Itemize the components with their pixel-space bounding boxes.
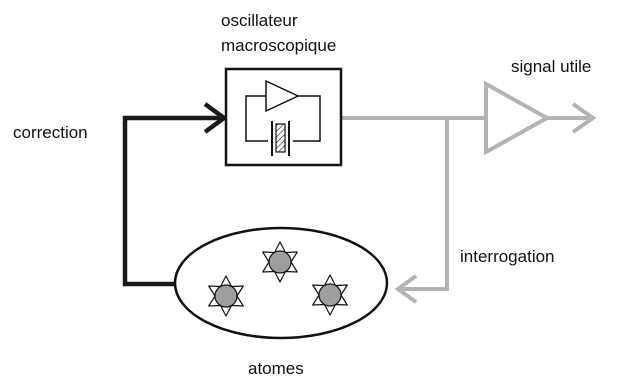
- label-interrogation: interrogation: [460, 247, 555, 266]
- label-oscillator-line1: oscillateur: [221, 11, 298, 30]
- interrogation-path: [400, 118, 449, 291]
- atom-icon: [262, 241, 298, 283]
- interrogation-arrowhead: [394, 274, 418, 304]
- oscillator-box: [224, 67, 343, 167]
- output-amplifier-icon: [484, 80, 552, 156]
- label-useful-signal: signal utile: [511, 57, 591, 76]
- atoms-layer: [208, 241, 348, 317]
- quartz-crystal-icon: [271, 121, 290, 156]
- amplifier-icon: [265, 79, 300, 113]
- correction-arrowhead: [203, 102, 228, 134]
- label-atoms: atomes: [248, 359, 304, 378]
- signal-arrowhead: [571, 102, 597, 134]
- atom-icon: [208, 275, 244, 317]
- label-oscillator-line2: macroscopique: [221, 36, 336, 55]
- correction-path: [122, 115, 222, 287]
- label-correction: correction: [13, 123, 88, 142]
- atom-icon: [312, 274, 348, 316]
